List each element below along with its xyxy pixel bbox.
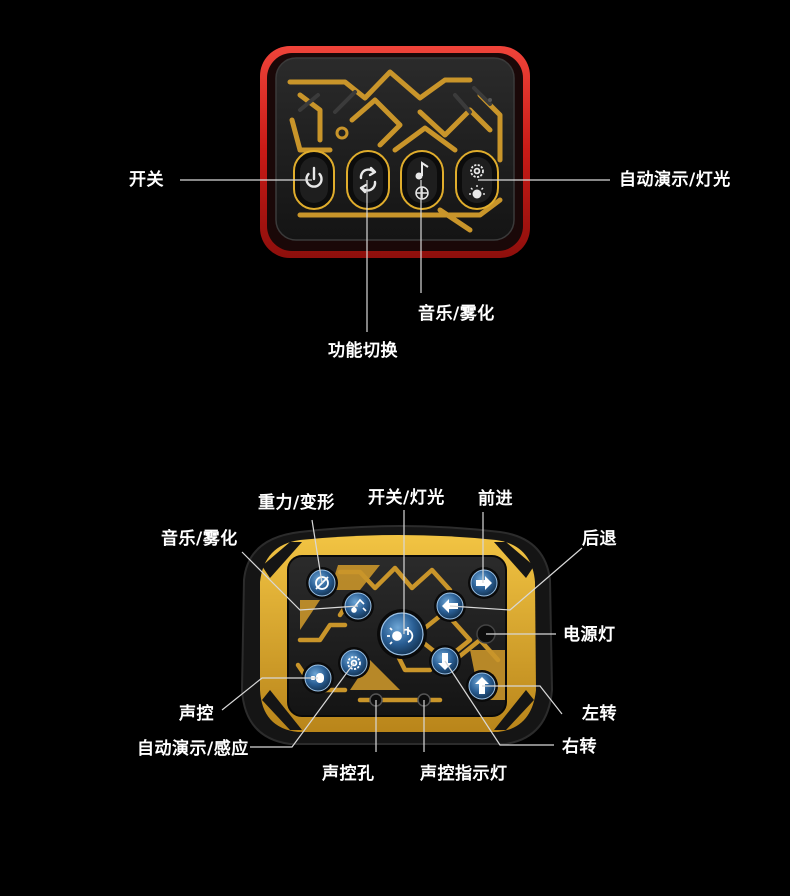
gear-icon (470, 164, 484, 178)
bottom-controller (221, 510, 583, 752)
label-voice: 声控 (179, 704, 214, 724)
top-power-button[interactable] (293, 150, 335, 210)
label-top-power: 开关 (129, 170, 164, 190)
label-top-mode-switch: 功能切换 (328, 341, 398, 361)
light-bulb-icon (469, 185, 485, 199)
bottom-callout-lines (221, 510, 583, 752)
top-mode-switch-button[interactable] (346, 150, 390, 210)
label-turn-left: 左转 (582, 704, 617, 724)
label-power-led: 电源灯 (563, 625, 616, 645)
label-top-demo-light: 自动演示/灯光 (619, 170, 731, 190)
music-note-icon (415, 161, 429, 180)
gear-icon (347, 656, 361, 670)
label-power-light: 开关/灯光 (368, 488, 445, 508)
frame-corner-cutouts (262, 542, 534, 730)
label-music-mist: 音乐/雾化 (161, 529, 238, 549)
power-icon (305, 166, 323, 188)
top-music-mist-button[interactable] (400, 150, 444, 210)
forward-button[interactable] (468, 567, 500, 599)
top-callout-lines (180, 179, 610, 332)
top-controller (180, 46, 610, 332)
label-backward: 后退 (582, 529, 617, 549)
label-voice-led: 声控指示灯 (420, 764, 508, 784)
label-turn-right: 右转 (562, 737, 597, 757)
label-top-music-mist: 音乐/雾化 (418, 304, 495, 324)
power-light-button[interactable] (377, 609, 427, 659)
arrow-right-icon (476, 576, 492, 590)
top-demo-light-button[interactable] (455, 150, 499, 210)
mist-icon (415, 186, 429, 200)
label-forward: 前进 (478, 489, 513, 509)
power-light-icon (387, 627, 414, 645)
vent-slots (298, 86, 492, 114)
cycle-arrows-icon (359, 166, 377, 194)
label-gravity: 重力/变形 (258, 493, 335, 513)
label-mic-hole: 声控孔 (322, 764, 375, 784)
label-demo-sense: 自动演示/感应 (137, 739, 249, 759)
